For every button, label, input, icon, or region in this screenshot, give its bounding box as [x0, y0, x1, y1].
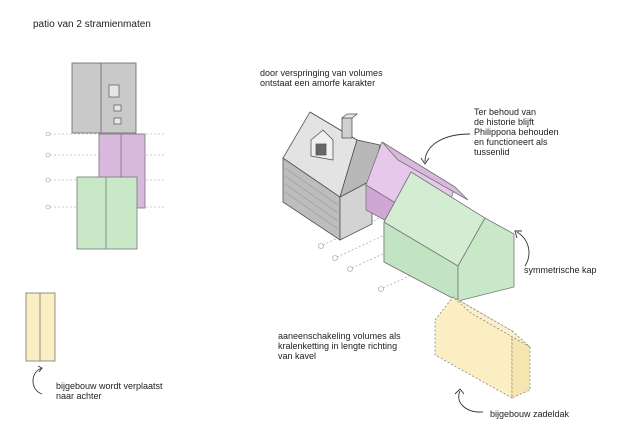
- arrow-annex-gable: [458, 390, 484, 413]
- annotation-symmetric-roof: symmetrische kap: [524, 265, 597, 275]
- axo-grid-markers: [318, 243, 384, 292]
- arrow-philippona: [424, 133, 471, 163]
- plan-existing-volume: [71, 62, 137, 134]
- plan-grid-markers: [45, 131, 51, 210]
- annotation-chain: aaneenschakeling volumes als kralenketti…: [278, 331, 401, 361]
- annotation-annex-gable: bijgebouw zadeldak: [490, 409, 570, 419]
- annotation-volume-offset: door verspringing van volumes ontstaat e…: [260, 68, 383, 88]
- axo-green-volume: [383, 171, 515, 302]
- plan-annex-volume: [25, 292, 56, 362]
- annotation-philippona: Ter behoud van de historie blijft Philip…: [474, 107, 559, 157]
- axo-existing-house: [282, 111, 381, 241]
- plan-green-volume: [76, 176, 138, 250]
- axo-annex-volume: [434, 296, 531, 399]
- diagram-title: patio van 2 stramienmaten: [33, 19, 151, 30]
- annotation-annex-moved: bijgebouw wordt verplaatst naar achter: [56, 381, 163, 401]
- arrow-symmetric-roof: [516, 231, 530, 267]
- arrow-annex-moved: [32, 367, 43, 395]
